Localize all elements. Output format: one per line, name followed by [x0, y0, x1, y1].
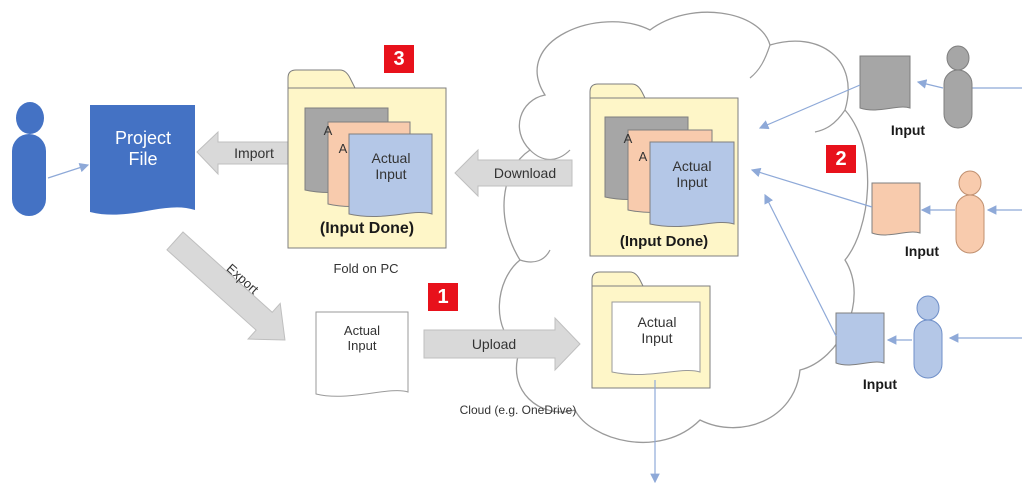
person-icon-peach [955, 170, 985, 254]
input-doc-peach [871, 182, 921, 236]
project-file-shape [90, 105, 195, 215]
cloud-doc-back-gray-label: A [623, 131, 633, 146]
cloud-folder-status: (Input Done) [619, 233, 709, 250]
project-file-label: Project File [114, 128, 172, 169]
import-label: Import [234, 145, 274, 161]
cloud-folder-done [589, 83, 739, 257]
exported-document [315, 311, 409, 397]
cloud-doc-back-peach-label: A [638, 149, 648, 164]
pc-folder-caption: Fold on PC [333, 261, 399, 276]
input-label-peach: Input [904, 243, 940, 259]
input-label-blue: Input [862, 376, 898, 392]
pc-doc-front-label: Actual Input [371, 150, 411, 183]
step-badge-2: 2 [826, 145, 856, 173]
input-doc-gray [859, 55, 911, 111]
step-badge-3: 3 [384, 45, 414, 73]
upload-arrow [423, 316, 581, 372]
person-icon-blue [913, 295, 943, 379]
person-icon-user [12, 102, 46, 216]
cloud-new-doc-label: Actual Input [637, 314, 677, 347]
input-doc-blue [835, 312, 885, 366]
input-label-gray: Input [890, 122, 926, 138]
pc-doc-back-gray-label: A [323, 123, 333, 138]
export-arrow [166, 231, 286, 341]
pc-doc-back-peach-label: A [338, 141, 348, 156]
cloud-caption: Cloud (e.g. OneDrive) [459, 403, 577, 417]
download-arrow [454, 148, 573, 198]
person-icon-gray [943, 45, 973, 129]
exported-doc-label: Actual Input [343, 323, 381, 353]
upload-label: Upload [471, 336, 517, 352]
cloud-folder-new [591, 271, 711, 389]
cloud-doc-front-label: Actual Input [672, 158, 712, 191]
pc-folder [287, 69, 447, 249]
step-badge-1: 1 [428, 283, 458, 311]
download-label: Download [493, 165, 557, 181]
pc-folder-status: (Input Done) [319, 220, 415, 237]
